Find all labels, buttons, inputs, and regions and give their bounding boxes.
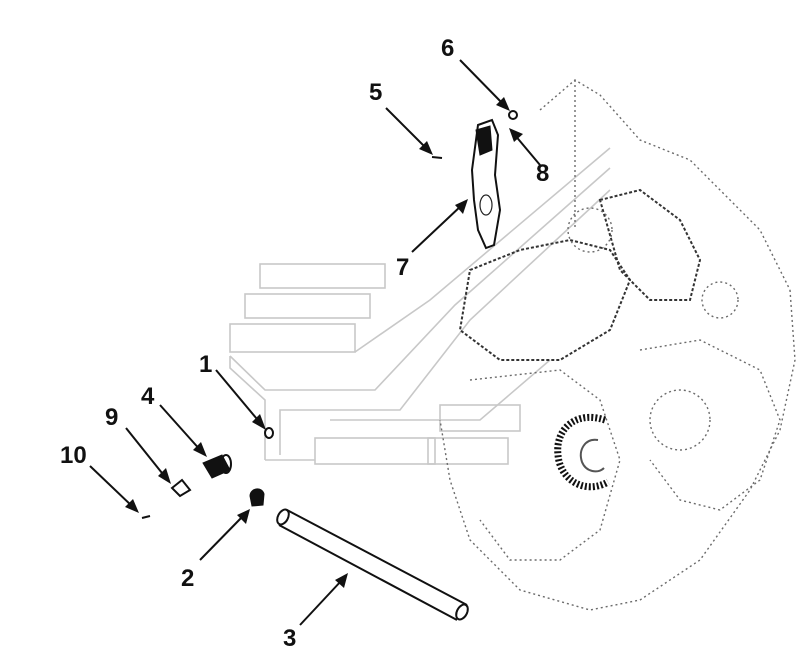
leader-lines	[89, 59, 541, 626]
part-10-pin	[141, 515, 151, 519]
engine-block	[439, 79, 796, 611]
leader-8	[513, 133, 541, 166]
arrowhead-3	[335, 573, 348, 588]
callout-6: 6	[441, 35, 454, 62]
part-1-oring	[264, 427, 274, 439]
engine-side-housing	[598, 188, 702, 301]
arrowhead-5	[419, 141, 433, 155]
callout-3: 3	[283, 625, 296, 652]
leader-4	[159, 404, 203, 453]
leader-10	[89, 465, 135, 509]
part-6-washer	[508, 110, 518, 120]
engine-right-housing	[639, 339, 781, 511]
engine-boss-2	[649, 389, 711, 451]
ghost-slab-6	[439, 404, 521, 432]
arrowhead-7	[455, 199, 468, 214]
leader-9	[125, 427, 167, 479]
part-4-plug-end	[220, 454, 232, 474]
arrowhead-1	[252, 414, 266, 430]
engine-top-edge	[539, 79, 791, 291]
ghost-line-6	[330, 359, 551, 421]
engine-outer-edge	[439, 289, 796, 611]
part-3-tube	[278, 509, 468, 621]
leader-6	[459, 59, 506, 107]
leader-1	[215, 369, 263, 426]
leader-5	[385, 107, 429, 151]
arrowhead-10	[125, 499, 139, 513]
engine-boss-3	[701, 281, 739, 319]
callout-1: 1	[199, 351, 212, 378]
part-9-clip	[170, 478, 192, 498]
callout-4: 4	[141, 383, 155, 410]
callout-7: 7	[396, 254, 409, 281]
ghost-line-2	[229, 167, 611, 391]
flange-opening	[554, 413, 610, 491]
leader-7	[411, 204, 463, 253]
parts	[141, 110, 518, 621]
part-5-pin	[431, 156, 443, 159]
part-7-top	[475, 125, 493, 156]
ghost-slab-4	[314, 437, 436, 465]
part-7-slot	[479, 194, 493, 216]
ghost-slab-3	[229, 323, 356, 353]
arrowhead-8	[509, 128, 523, 142]
callout-2: 2	[181, 565, 194, 592]
ghost-outline	[229, 147, 611, 465]
flange-inner	[579, 438, 605, 473]
ghost-slab-5	[427, 437, 509, 465]
arrowhead-2	[237, 509, 250, 524]
arrowhead-9	[158, 468, 171, 484]
ghost-line-1	[354, 147, 611, 353]
callout-9: 9	[105, 404, 118, 431]
part-2-cap	[249, 488, 265, 507]
leader-3	[299, 579, 343, 626]
part-4-plug	[202, 454, 231, 479]
engine-boss-1	[567, 207, 613, 253]
part-3-tube-end-a	[276, 508, 290, 526]
ghost-slab-2	[244, 293, 371, 319]
ghost-slab-1	[259, 263, 386, 289]
arrowhead-4	[193, 442, 207, 457]
arrowhead-6	[496, 97, 510, 111]
callout-10: 10	[60, 442, 87, 469]
engine-lower-housing	[469, 369, 621, 561]
engine-upper-housing	[458, 238, 632, 361]
callout-5: 5	[369, 79, 382, 106]
part-7-bracket	[470, 118, 502, 250]
callout-8: 8	[536, 160, 549, 187]
callout-labels: 1 2 3 4 5 6 7 8 9 10	[60, 35, 549, 652]
part-3-tube-end-b	[455, 603, 469, 621]
ghost-line-4	[279, 189, 611, 455]
leader-2	[199, 514, 245, 561]
